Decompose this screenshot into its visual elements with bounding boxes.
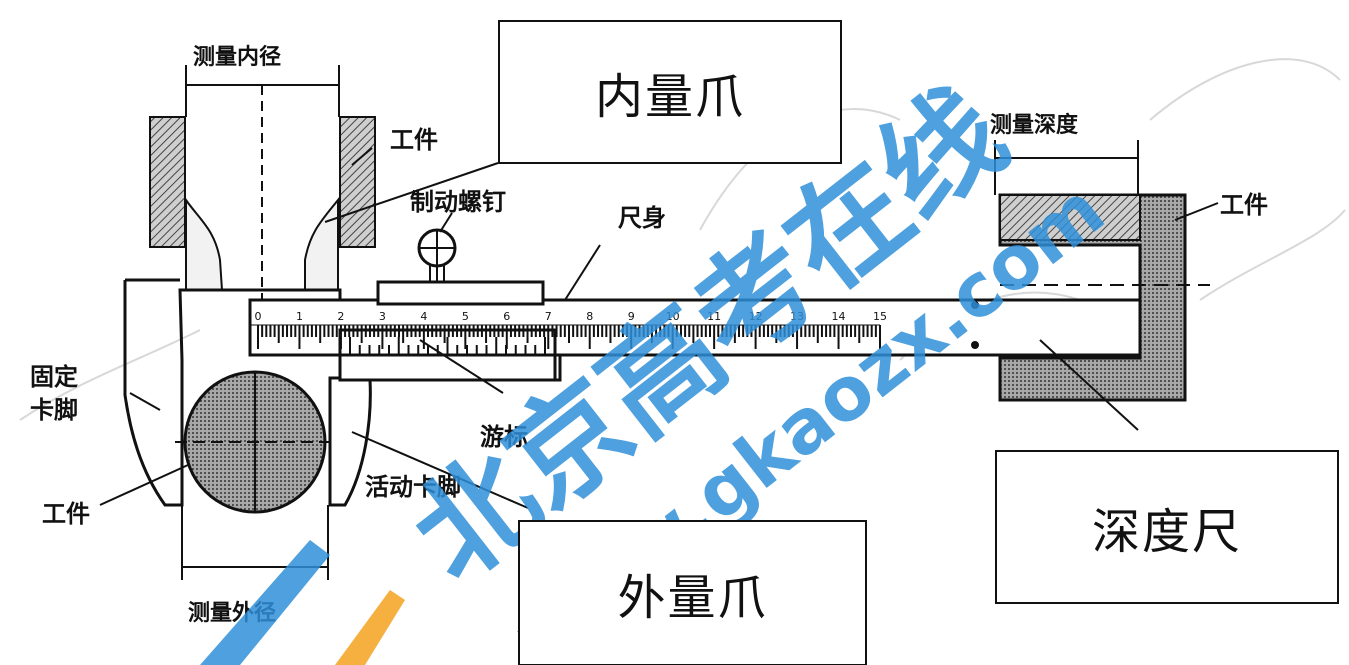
- vernier-slider: [338, 328, 557, 382]
- label-fixed-jaw-1: 固定: [30, 362, 78, 391]
- scale-number: 4: [420, 310, 427, 323]
- watermark-blue-swoosh: [200, 540, 330, 665]
- scale-number: 2: [337, 310, 344, 323]
- watermark-orange-swoosh: [335, 590, 405, 665]
- label-depth-measure: 测量深度: [990, 112, 1079, 138]
- scale-number: 3: [379, 310, 386, 323]
- lock-plate: [376, 280, 545, 306]
- scale-number: 0: [255, 310, 262, 323]
- scale-number: 5: [462, 310, 469, 323]
- inner-jaw-movable: [304, 197, 339, 291]
- callout-outer-jaw: 外量爪: [518, 520, 867, 665]
- label-inner-diameter: 测量内径: [193, 44, 281, 70]
- scale-number: 11: [707, 310, 721, 323]
- scale-number: 9: [628, 310, 635, 323]
- callout-depth-rod: 深度尺: [995, 450, 1339, 604]
- inner-workpiece-right: [339, 116, 376, 248]
- label-movable-jaw: 活动卡脚: [365, 472, 461, 501]
- label-workpiece-left: 工件: [42, 499, 90, 528]
- callout-inner-jaw: 内量爪: [498, 20, 842, 164]
- label-workpiece-top: 工件: [390, 125, 438, 154]
- scale-number: 14: [832, 310, 846, 323]
- scale-number: 12: [749, 310, 763, 323]
- label-vernier: 游标: [480, 422, 528, 451]
- depth-dimension: [994, 140, 1139, 195]
- label-workpiece-right: 工件: [1220, 190, 1268, 219]
- inner-workpiece-left: [149, 116, 186, 248]
- main-scale-ticks: [257, 325, 881, 349]
- inner-diameter-dimension: [185, 65, 340, 300]
- scale-number: 13: [790, 310, 804, 323]
- depth-workpiece-top: [999, 194, 1141, 241]
- label-main-scale: 尺身: [618, 203, 666, 232]
- scale-number: 7: [545, 310, 552, 323]
- scale-number: 15: [873, 310, 887, 323]
- scale-number: 6: [503, 310, 510, 323]
- scale-number: 8: [586, 310, 593, 323]
- scale-number: 1: [296, 310, 303, 323]
- vernier-ticks: [349, 337, 546, 355]
- inner-jaw-fixed: [185, 196, 224, 291]
- scale-number: 10: [666, 310, 680, 323]
- label-lock-screw: 制动螺钉: [410, 187, 506, 216]
- label-fixed-jaw-2: 卡脚: [30, 395, 78, 424]
- leader-lines: [99, 147, 1219, 509]
